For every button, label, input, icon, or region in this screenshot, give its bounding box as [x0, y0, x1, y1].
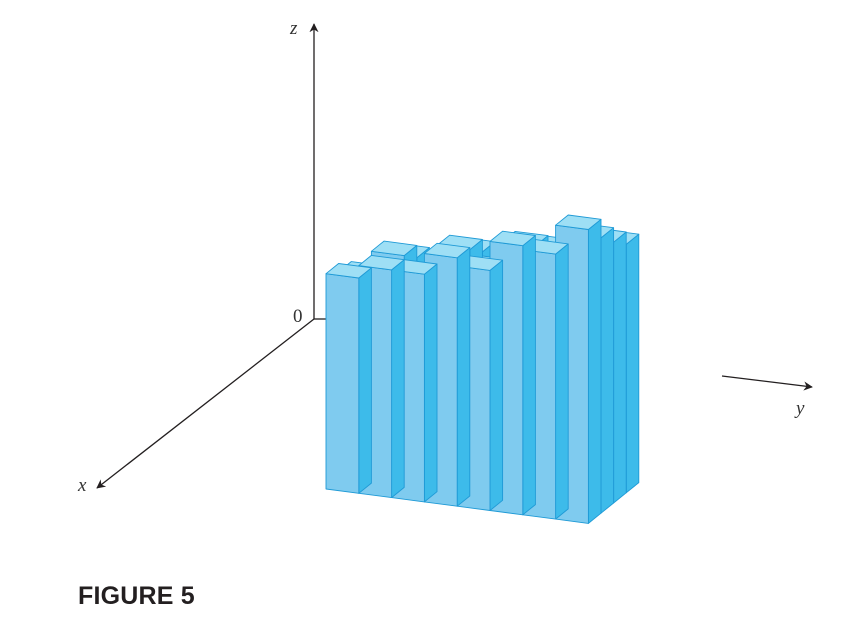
prism-r0-c4-side [489, 259, 504, 511]
y-axis-label: y [794, 398, 805, 419]
z-axis-label: z [289, 18, 298, 39]
prism-r0-c5-side [522, 235, 536, 516]
prism-r0-c0-top [325, 263, 372, 279]
prism-r0-c7-side [587, 218, 602, 524]
prism-r1-c1-top [370, 240, 418, 257]
x-axis-line [96, 318, 315, 489]
prism-r0-c3-top [423, 242, 471, 259]
prism-r0-c2-side [423, 263, 438, 503]
prism-r0-c3-side [456, 247, 471, 507]
prism-columns [325, 214, 640, 524]
x-axis-label: x [77, 475, 87, 496]
prism-r0-c5-top [489, 230, 536, 247]
origin-label: 0 [293, 306, 303, 327]
prism-r3-c7-side [625, 233, 640, 494]
prism-r0-c0-front [325, 273, 360, 494]
prism-r0-c7-top [555, 214, 602, 230]
prism-r2-c7-side [613, 231, 627, 504]
figure-caption: FIGURE 5 [78, 582, 195, 610]
prism-r0-c0-side [358, 267, 372, 494]
y-axis-line [721, 375, 813, 391]
prism-r0-c1-side [391, 259, 405, 499]
axes [96, 23, 813, 489]
prism-r0-c6-side [555, 243, 569, 520]
prism-r0-c1-top [358, 254, 405, 271]
prism-r1-c7-side [600, 227, 615, 514]
